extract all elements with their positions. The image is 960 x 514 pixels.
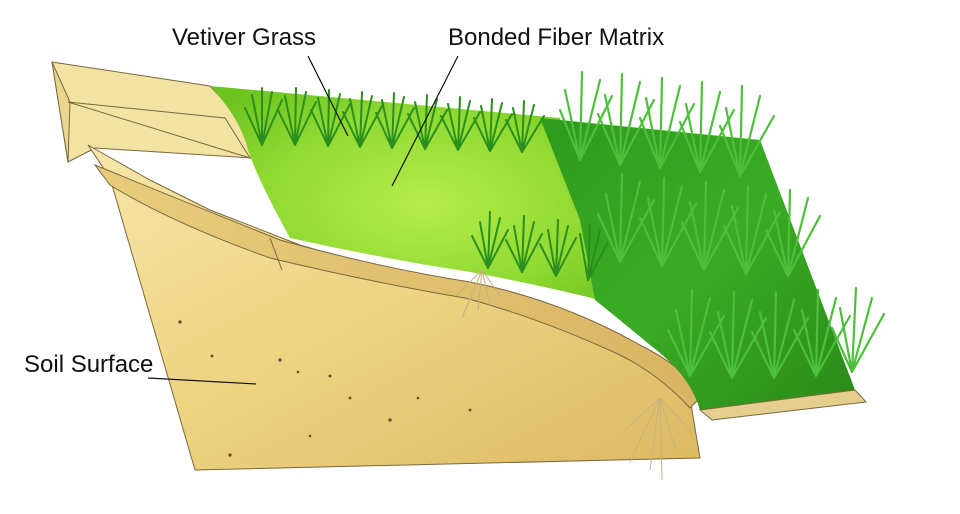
grass-tuft-icon xyxy=(407,94,448,150)
grass-tuft-icon xyxy=(244,87,283,146)
grass-tuft-icon xyxy=(375,92,415,149)
grass-tuft-icon xyxy=(638,76,696,170)
grass-tuft-icon xyxy=(596,72,656,167)
grass-tuft-icon xyxy=(539,219,577,277)
grass-tuft-icon xyxy=(473,98,513,152)
soil-surface-area xyxy=(87,144,701,471)
grass-tuft-icon xyxy=(678,80,736,174)
grass-tuft-icon xyxy=(750,290,810,380)
vetiver-hedgerow-lower xyxy=(471,211,609,281)
soil-leader-line xyxy=(147,377,257,385)
grass-tuft-icon xyxy=(718,84,776,178)
bfm-leader-line xyxy=(391,55,459,187)
grass-tuft-icon xyxy=(505,215,543,273)
grass-tuft-icon xyxy=(440,96,481,151)
grass-field-area xyxy=(540,118,868,421)
grass-tuft-icon xyxy=(471,211,509,269)
grass-tuft-icon xyxy=(638,176,698,268)
root-icon xyxy=(455,269,501,319)
vetiver-hedgerow-top xyxy=(244,87,545,153)
grass-tuft-icon xyxy=(342,91,383,148)
root-icon xyxy=(624,397,691,481)
soil-surface-label: Soil Surface xyxy=(24,351,154,378)
upper-terrace xyxy=(51,61,253,163)
grass-tuft-icon xyxy=(596,172,656,264)
grass-tuft-icon xyxy=(558,70,614,162)
grass-tuft-icon xyxy=(792,288,852,378)
grass-tuft-icon xyxy=(666,288,726,378)
grass-tuft-icon xyxy=(277,87,317,146)
vetiver-leader-line xyxy=(307,55,349,137)
grass-tuft-icon xyxy=(708,290,768,380)
mature-grass-rows xyxy=(558,70,886,380)
grass-tuft-icon xyxy=(579,223,609,281)
vetiver-grass-label: Vetiver Grass xyxy=(172,24,317,51)
grass-tuft-icon xyxy=(505,100,545,153)
leader-lines xyxy=(147,55,459,385)
bonded-fiber-matrix-area xyxy=(210,86,600,300)
grass-tuft-icon xyxy=(310,89,351,147)
bonded-fiber-matrix-label: Bonded Fiber Matrix xyxy=(448,24,665,51)
grass-tuft-icon xyxy=(830,286,886,374)
grass-tuft-icon xyxy=(722,184,782,276)
grass-tuft-icon xyxy=(764,188,822,278)
grass-tuft-icon xyxy=(680,180,740,272)
